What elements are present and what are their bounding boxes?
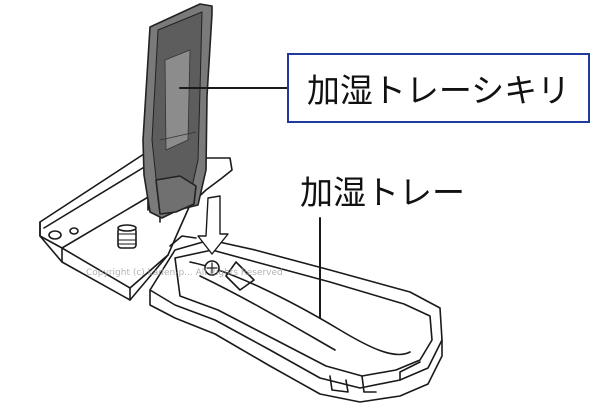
partition-label: 加湿トレーシキリ	[306, 71, 571, 110]
screw	[204, 260, 220, 276]
insert-arrow	[197, 195, 229, 255]
tray-partition	[142, 3, 213, 219]
knob	[117, 224, 137, 249]
tray-label: 加湿トレー	[300, 173, 465, 212]
humidifier-tray	[149, 235, 443, 403]
copyright-watermark: Copyright (c) kaden-p... All Rights Rese…	[86, 268, 283, 278]
partition-callout: 加湿トレーシキリ	[287, 53, 590, 123]
